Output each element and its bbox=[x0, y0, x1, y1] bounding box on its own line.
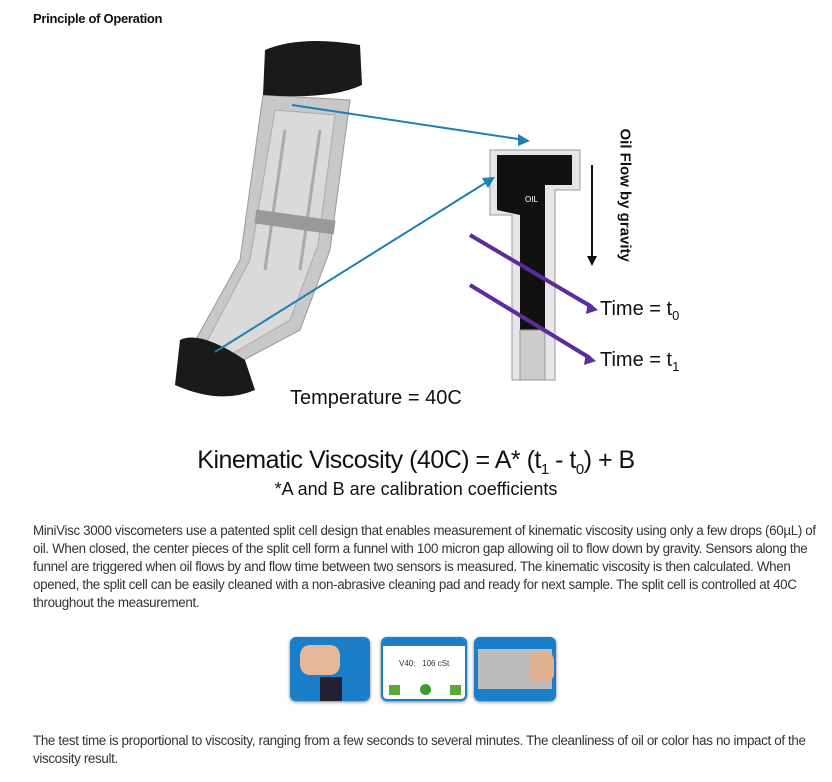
test-time-paragraph: The test time is proportional to viscosi… bbox=[33, 733, 806, 766]
thumb-sample-drop bbox=[290, 637, 370, 701]
pointer-arrows bbox=[214, 104, 526, 353]
formula-note: *A and B are calibration coefficients bbox=[274, 479, 558, 499]
time1-text: Time = t bbox=[600, 349, 673, 371]
formula-mid: - t bbox=[548, 446, 576, 474]
split-cell-device bbox=[175, 41, 362, 397]
funnel-cell: OIL bbox=[489, 149, 581, 381]
thumb-result-screen: V40: 106 cSt bbox=[381, 637, 467, 701]
time1-sub: 1 bbox=[672, 359, 680, 374]
back-icon bbox=[389, 685, 400, 695]
time0-sub: 0 bbox=[672, 308, 680, 323]
viscosity-formula: Kinematic Viscosity (40C) = A* (t1 - t0)… bbox=[0, 446, 832, 478]
flow-label: Oil Flow by gravity bbox=[616, 128, 634, 262]
screen-label: V40: bbox=[399, 659, 416, 668]
split-cell-diagram: OIL bbox=[175, 41, 598, 397]
sensor-arrows bbox=[468, 233, 594, 360]
time0-label: Time = t0 bbox=[600, 298, 679, 323]
screen-value: 106 cSt bbox=[422, 659, 450, 668]
formula-sub0: 0 bbox=[575, 461, 584, 478]
description-paragraph: MiniVisc 3000 viscometers use a patented… bbox=[33, 523, 816, 610]
thumb-cleaning bbox=[474, 637, 556, 701]
section-heading: Principle of Operation bbox=[33, 11, 163, 26]
temperature-label: Temperature = 40C bbox=[290, 387, 462, 409]
ok-icon bbox=[420, 684, 431, 695]
oil-label: OIL bbox=[525, 195, 538, 204]
formula-sub1: 1 bbox=[540, 461, 549, 478]
next-icon bbox=[450, 685, 461, 695]
time1-label: Time = t1 bbox=[600, 349, 679, 374]
formula-suffix: ) + B bbox=[583, 446, 636, 474]
formula-prefix: Kinematic Viscosity (40C) = A* (t bbox=[197, 446, 541, 474]
time0-text: Time = t bbox=[600, 298, 673, 320]
